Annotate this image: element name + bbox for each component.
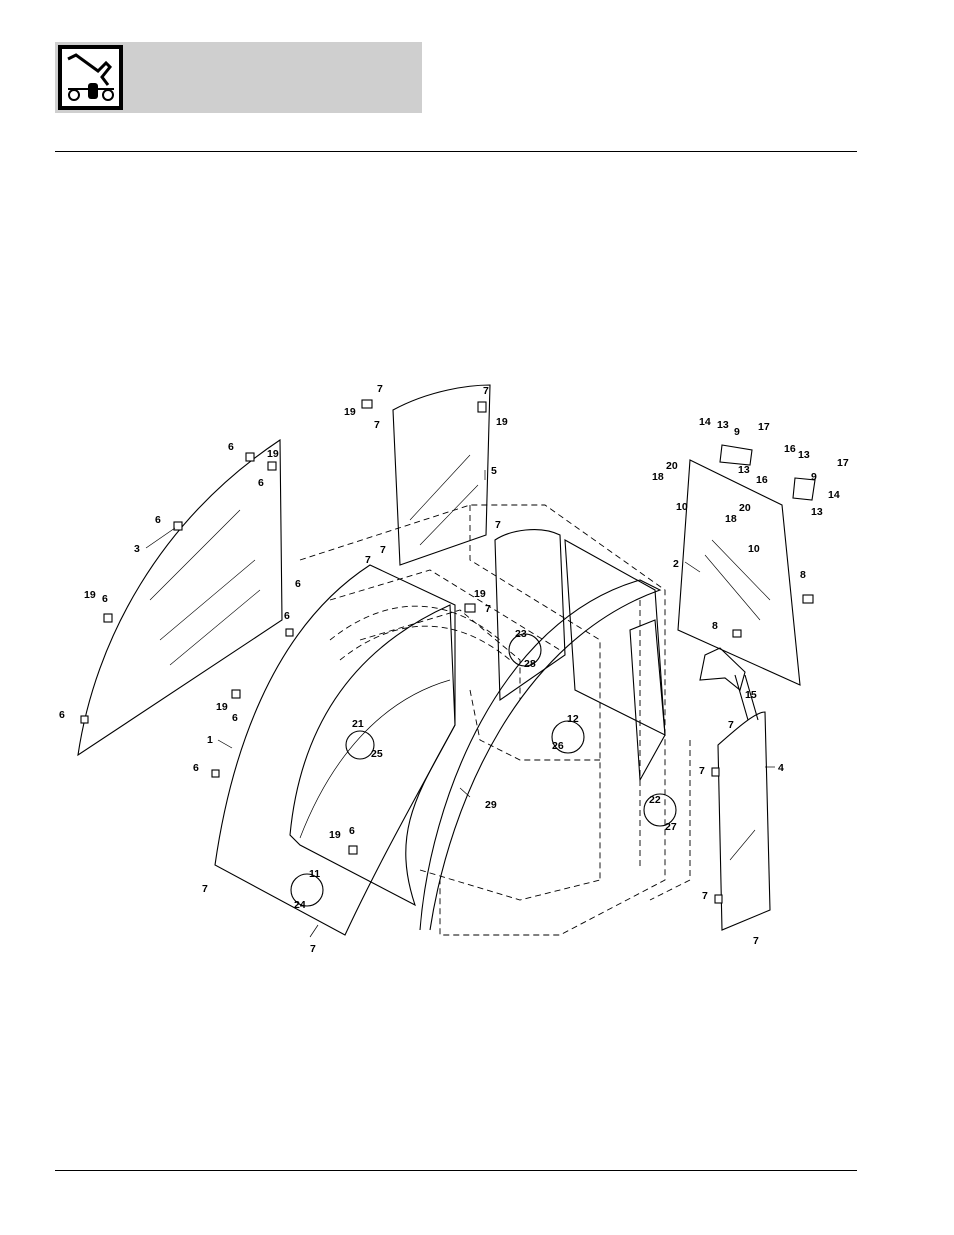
right-glass-2 <box>678 460 800 685</box>
callout-22: 22 <box>649 794 661 806</box>
callout-7: 7 <box>483 385 489 397</box>
callout-16: 16 <box>756 474 768 486</box>
callout-7: 7 <box>699 765 705 777</box>
callout-6: 6 <box>258 477 264 489</box>
callout-8: 8 <box>712 620 718 632</box>
callout-9: 9 <box>811 471 817 483</box>
callout-6: 6 <box>59 709 65 721</box>
rear-glass-4 <box>718 712 770 930</box>
callout-19: 19 <box>474 588 486 600</box>
callout-9: 9 <box>734 426 740 438</box>
callout-2: 2 <box>673 558 679 570</box>
callout-19: 19 <box>216 701 228 713</box>
callout-20: 20 <box>739 502 751 514</box>
callout-14: 14 <box>828 489 840 501</box>
callout-10: 10 <box>748 543 760 555</box>
door-glass-2 <box>565 540 665 735</box>
hinge-upper-left <box>720 445 752 465</box>
callout-10: 10 <box>676 501 688 513</box>
callout-18: 18 <box>652 471 664 483</box>
callout-3: 3 <box>134 543 140 555</box>
callout-7: 7 <box>202 883 208 895</box>
callout-6: 6 <box>193 762 199 774</box>
callout-14: 14 <box>699 416 711 428</box>
callout-7: 7 <box>365 554 371 566</box>
callout-21: 21 <box>352 718 364 730</box>
callout-26: 26 <box>552 740 564 752</box>
callout-17: 17 <box>837 457 849 469</box>
callout-6: 6 <box>232 712 238 724</box>
seal-detail-21 <box>346 731 374 759</box>
callout-13: 13 <box>798 449 810 461</box>
callout-11: 11 <box>309 868 320 880</box>
callout-7: 7 <box>702 890 708 902</box>
callout-7: 7 <box>374 419 380 431</box>
callout-6: 6 <box>228 441 234 453</box>
callout-7: 7 <box>485 603 491 615</box>
callout-19: 19 <box>267 448 279 460</box>
callout-23: 23 <box>515 628 527 640</box>
callout-6: 6 <box>155 514 161 526</box>
callout-5: 5 <box>491 465 497 477</box>
callout-1: 1 <box>207 734 213 746</box>
callout-13: 13 <box>811 506 823 518</box>
callout-7: 7 <box>753 935 759 947</box>
callout-18: 18 <box>725 513 737 525</box>
callout-13: 13 <box>717 419 729 431</box>
callout-25: 25 <box>371 748 383 760</box>
callout-28: 28 <box>524 658 536 670</box>
callout-7: 7 <box>377 383 383 395</box>
callout-24: 24 <box>294 899 306 911</box>
callout-7: 7 <box>380 544 386 556</box>
callout-7: 7 <box>310 943 316 955</box>
callout-19: 19 <box>344 406 356 418</box>
callout-17: 17 <box>758 421 770 433</box>
callout-6: 6 <box>284 610 290 622</box>
callout-20: 20 <box>666 460 678 472</box>
arch-seal-29 <box>420 580 660 930</box>
callout-12: 12 <box>567 713 579 725</box>
callout-4: 4 <box>778 762 784 774</box>
callout-13: 13 <box>738 464 750 476</box>
callout-19: 19 <box>496 416 508 428</box>
door-glass <box>495 530 565 700</box>
callout-29: 29 <box>485 799 497 811</box>
callout-8: 8 <box>800 569 806 581</box>
latch-15 <box>700 648 745 690</box>
upper-glass-5 <box>393 385 490 565</box>
callout-6: 6 <box>295 578 301 590</box>
callout-16: 16 <box>784 443 796 455</box>
callout-19: 19 <box>84 589 96 601</box>
callout-6: 6 <box>102 593 108 605</box>
callout-7: 7 <box>495 519 501 531</box>
callout-7: 7 <box>728 719 734 731</box>
callout-19: 19 <box>329 829 341 841</box>
callout-6: 6 <box>349 825 355 837</box>
callout-27: 27 <box>665 821 677 833</box>
callout-15: 15 <box>745 689 757 701</box>
